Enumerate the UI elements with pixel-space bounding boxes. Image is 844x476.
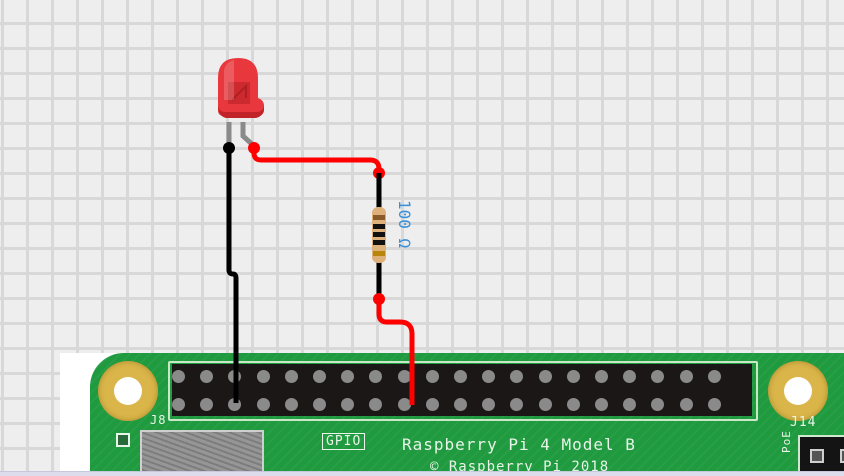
- gpio-pin[interactable]: [425, 370, 439, 383]
- gpio-pin[interactable]: [595, 370, 608, 383]
- gpio-pin[interactable]: [369, 398, 383, 411]
- gpio-pin[interactable]: [651, 398, 665, 411]
- gpio-pin[interactable]: [313, 370, 326, 383]
- gpio-label: GPIO: [322, 433, 366, 450]
- resistor-band-2: [373, 224, 385, 229]
- board-copyright: © Raspberry Pi 2018: [430, 459, 610, 471]
- resistor-band-4: [373, 240, 385, 245]
- resistor[interactable]: [371, 206, 387, 264]
- gpio-pin[interactable]: [256, 370, 270, 383]
- gpio-pin[interactable]: [313, 398, 326, 411]
- mounting-hole-right: [768, 361, 828, 421]
- gpio-pin[interactable]: [623, 398, 637, 411]
- gpio-pin[interactable]: [482, 398, 496, 411]
- gpio-pin[interactable]: [172, 370, 185, 383]
- gpio-pin[interactable]: [397, 398, 411, 411]
- gpio-pin[interactable]: [425, 398, 439, 411]
- gpio-pin[interactable]: [172, 398, 185, 411]
- status-bar: [0, 471, 844, 476]
- resistor-to-gpio-wire[interactable]: [376, 299, 415, 405]
- poe-header-label: J14: [790, 415, 817, 430]
- gpio-pin[interactable]: [679, 398, 693, 411]
- gpio-pin[interactable]: [341, 370, 355, 383]
- gpio-pin[interactable]: [623, 370, 637, 383]
- gpio-pin[interactable]: [679, 370, 693, 383]
- smd-pad: [116, 433, 130, 447]
- gpio-pin[interactable]: [707, 398, 721, 411]
- gpio-pin[interactable]: [284, 398, 298, 411]
- header-label: J8: [150, 413, 167, 427]
- resistor-band-5: [373, 251, 385, 256]
- usb-connector: [140, 430, 264, 471]
- gpio-pin[interactable]: [510, 398, 524, 411]
- led-anode-leg: [240, 122, 256, 148]
- resistor-bottom-endpoint[interactable]: [373, 293, 385, 305]
- gpio-pin[interactable]: [397, 370, 411, 383]
- gpio-pin[interactable]: [538, 398, 552, 411]
- gpio-pin[interactable]: [651, 370, 665, 383]
- gpio-pin[interactable]: [595, 398, 608, 411]
- board-title: Raspberry Pi 4 Model B: [402, 435, 636, 454]
- gpio-pin[interactable]: [510, 370, 524, 383]
- mounting-hole-left: [98, 361, 158, 421]
- gpio-pin[interactable]: [369, 370, 383, 383]
- resistor-band-1: [373, 215, 385, 220]
- gpio-pin[interactable]: [454, 398, 467, 411]
- gpio-pin[interactable]: [538, 370, 552, 383]
- gpio-pin[interactable]: [707, 370, 721, 383]
- resistor-value-label: 100 Ω: [395, 200, 414, 249]
- gpio-pin[interactable]: [200, 398, 214, 411]
- poe-header: [798, 435, 844, 471]
- gpio-pin[interactable]: [566, 370, 580, 383]
- ground-wire-endpoint[interactable]: [223, 142, 235, 154]
- resistor-band-3: [373, 232, 385, 237]
- gpio-pin[interactable]: [454, 370, 467, 383]
- gpio-header-outline: [168, 361, 758, 421]
- gpio-pin[interactable]: [482, 370, 496, 383]
- gpio-pin[interactable]: [200, 370, 214, 383]
- gpio-pin[interactable]: [341, 398, 355, 411]
- gpio-pin[interactable]: [284, 370, 298, 383]
- gpio-pin[interactable]: [256, 398, 270, 411]
- led-to-resistor-wire[interactable]: [251, 148, 382, 173]
- led-highlight: [224, 60, 234, 100]
- gpio-pin[interactable]: [566, 398, 580, 411]
- led-anode-endpoint[interactable]: [248, 142, 260, 154]
- ground-wire[interactable]: [226, 148, 239, 403]
- led[interactable]: [216, 56, 268, 128]
